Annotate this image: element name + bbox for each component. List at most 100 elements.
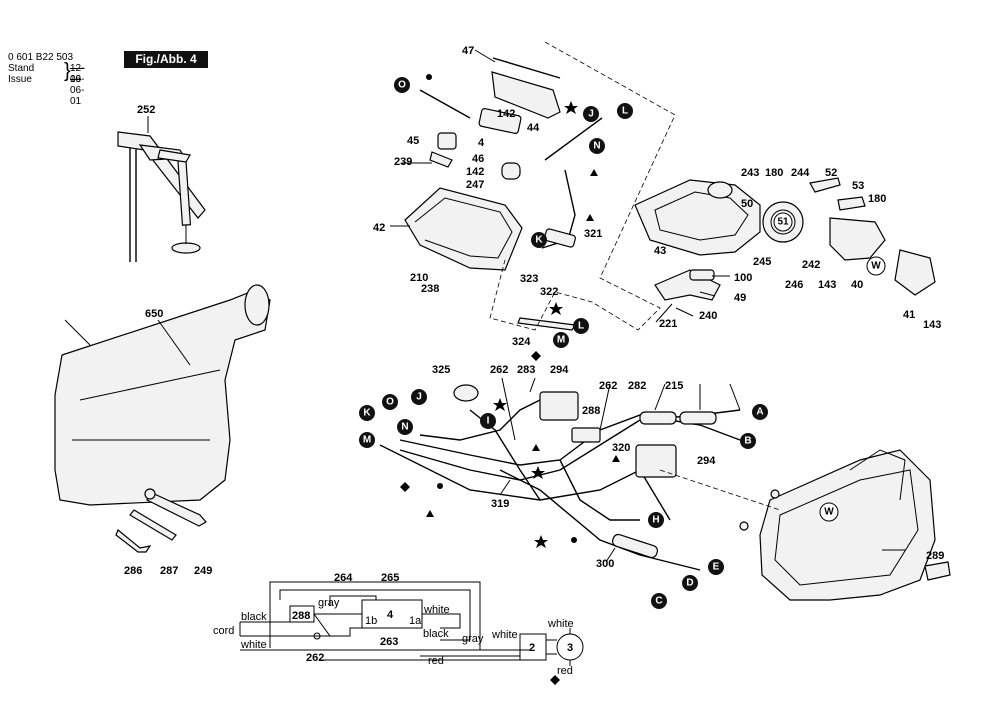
part-label: 300 <box>596 558 614 570</box>
connector-label: C <box>655 596 662 607</box>
document-header: 0 601 B22 503 Stand Issue } 12-09 16-06-… <box>8 52 84 107</box>
part-label: 41 <box>903 309 915 321</box>
connector-label: B <box>744 436 751 447</box>
connector-label: W <box>871 261 881 272</box>
issue-label: Issue <box>8 74 32 85</box>
part-label: 288 <box>582 405 600 417</box>
part-label: 245 <box>753 256 771 268</box>
part-label: 239 <box>394 156 412 168</box>
part-label: 263 <box>380 636 398 648</box>
part-label: 44 <box>527 122 540 134</box>
connector-label: O <box>398 80 406 91</box>
leader-lines <box>64 49 905 563</box>
wire-label: red <box>557 665 573 677</box>
assembly-boundary <box>489 41 676 331</box>
upper-guard-assembly <box>404 57 603 331</box>
part-label: 4 <box>478 137 485 149</box>
connector-label: J <box>416 392 422 403</box>
part-label: 143 <box>818 279 836 291</box>
stand-date: 12-09 <box>70 63 85 85</box>
saw-housing-drawing <box>659 449 951 601</box>
wrench-set-drawing <box>115 488 207 553</box>
part-label: 180 <box>868 193 886 205</box>
part-number: 0 601 B22 503 <box>8 52 74 63</box>
wiring-harness <box>379 384 741 571</box>
part-label: 47 <box>462 45 474 57</box>
connector-label: N <box>401 422 408 433</box>
part-label: 45 <box>407 135 419 147</box>
connector-label: M <box>557 335 565 346</box>
part-label: 264 <box>334 572 353 584</box>
part-label: 325 <box>432 364 450 376</box>
part-label: 215 <box>665 380 683 392</box>
part-label: 210 <box>410 272 428 284</box>
part-label: 46 <box>472 153 484 165</box>
part-label: 287 <box>160 565 178 577</box>
part-label: 52 <box>825 167 837 179</box>
wire-label: white <box>423 604 450 616</box>
connector-label: N <box>593 141 600 152</box>
part-label: 3 <box>567 642 573 654</box>
connector-callouts: O J L N K L M A B O J I K N M H E D C W … <box>359 77 886 609</box>
stand-label: Stand <box>8 63 35 74</box>
part-label: 238 <box>421 283 439 295</box>
part-label: 252 <box>137 104 155 116</box>
hold-down-clamp-drawing <box>117 116 206 262</box>
part-label: 323 <box>520 273 538 285</box>
part-label: 262 <box>599 380 617 392</box>
part-label: 142 <box>466 166 484 178</box>
wire-label: white <box>491 629 518 641</box>
part-label: 143 <box>923 319 941 331</box>
connector-label: J <box>588 109 594 120</box>
wire-label: white <box>547 618 574 630</box>
dust-bag-drawing <box>54 284 271 506</box>
part-label: 142 <box>497 108 515 120</box>
wire-label: black <box>241 611 267 623</box>
connector-label: O <box>386 397 394 408</box>
part-label: 262 <box>306 652 324 664</box>
connector-label: D <box>686 578 693 589</box>
part-label: 42 <box>373 222 385 234</box>
issue-date: 16-06-01 <box>70 74 85 107</box>
connector-label: L <box>622 106 628 117</box>
part-label: 244 <box>791 167 810 179</box>
part-label: 262 <box>490 364 508 376</box>
wire-label: 1a <box>409 615 422 627</box>
wire-label: gray <box>318 597 340 609</box>
part-label: 221 <box>659 318 677 330</box>
connector-label: I <box>487 416 490 427</box>
part-label: 320 <box>612 442 630 454</box>
part-number-labels: 47 44 142 4 45 239 46 142 247 42 210 238… <box>124 45 944 664</box>
part-label: 294 <box>697 455 716 467</box>
part-label: 53 <box>852 180 864 192</box>
part-label: 100 <box>734 272 752 284</box>
schematic-labels: black gray white 1b 1a black cord white … <box>213 597 574 677</box>
part-label: 319 <box>491 498 509 510</box>
wire-label: black <box>423 628 449 640</box>
wire-label: red <box>428 655 444 667</box>
part-label: 265 <box>381 572 399 584</box>
part-label: 247 <box>466 179 484 191</box>
wire-label: gray <box>462 633 484 645</box>
part-label: 288 <box>292 610 310 622</box>
part-label: 2 <box>529 642 535 654</box>
part-label: 321 <box>584 228 602 240</box>
connector-label: A <box>756 407 763 418</box>
wiring-schematic <box>239 581 584 666</box>
part-label: 289 <box>926 550 944 562</box>
part-label: 40 <box>851 279 863 291</box>
connector-label: K <box>535 235 543 246</box>
part-label: 243 <box>741 167 759 179</box>
part-label: 49 <box>734 292 746 304</box>
reference-symbols <box>400 74 620 685</box>
connector-label: W <box>824 507 834 518</box>
part-label: 324 <box>512 336 531 348</box>
connector-label: L <box>578 321 584 332</box>
connector-label: M <box>363 435 371 446</box>
part-label: 246 <box>785 279 803 291</box>
wire-label: cord <box>213 625 234 637</box>
figure-label: Fig./Abb. 4 <box>124 51 208 68</box>
part-label: 322 <box>540 286 558 298</box>
part-label: 240 <box>699 310 717 322</box>
